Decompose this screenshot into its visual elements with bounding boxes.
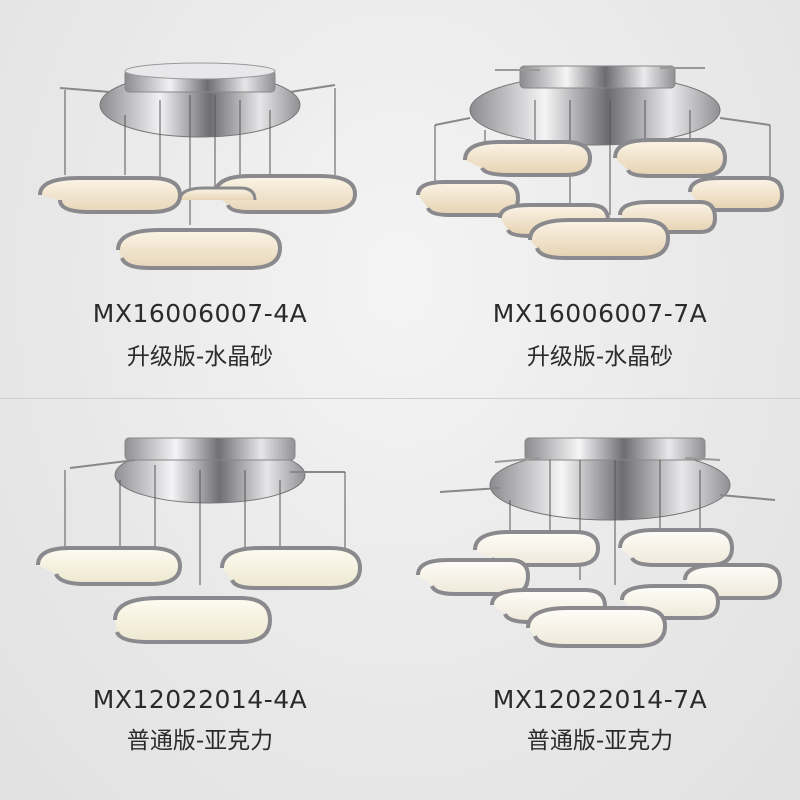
- model-number: MX12022014-4A: [92, 685, 308, 714]
- chandelier-image-4-arm-acrylic: [36, 437, 363, 644]
- version-label: 升级版-水晶砂: [126, 344, 274, 370]
- version-label: 普通版-亚克力: [126, 728, 274, 754]
- row-divider: [0, 398, 800, 399]
- chandelier-image-7-arm-acrylic: [416, 437, 783, 648]
- product-card-3[interactable]: MX12022014-4A 普通版-亚克力: [0, 400, 400, 800]
- product-card-2[interactable]: MX16006007-7A 升级版-水晶砂: [400, 0, 800, 400]
- model-number: MX16006007-4A: [92, 299, 308, 328]
- model-number: MX16006007-7A: [492, 299, 708, 328]
- product-card-4[interactable]: MX12022014-7A 普通版-亚克力: [400, 400, 800, 800]
- chandelier-image-4-arm-crystal: [38, 62, 358, 270]
- version-label: 普通版-亚克力: [526, 728, 674, 754]
- product-card-1[interactable]: MX16006007-4A 升级版-水晶砂: [0, 0, 400, 400]
- chandelier-image-7-arm-crystal: [416, 65, 785, 260]
- version-label: 升级版-水晶砂: [526, 344, 674, 370]
- model-number: MX12022014-7A: [492, 685, 708, 714]
